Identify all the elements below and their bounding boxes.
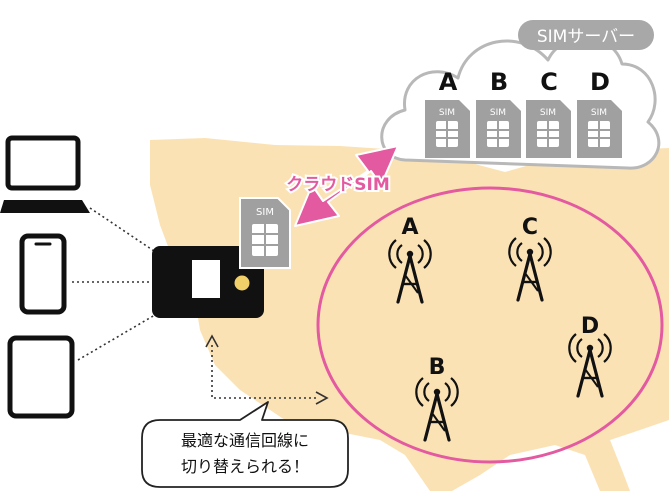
sim-chip-label: SIM [540, 108, 556, 118]
cloud-sim-card-c: C SIM [526, 68, 571, 158]
bubble-line-1: 最適な通信回線に [181, 431, 309, 450]
router-sim-card: SIM [239, 197, 291, 269]
speech-bubble [141, 401, 349, 488]
sim-chip-label: SIM [256, 207, 274, 218]
cloud-sim-card-a: A SIM [425, 68, 470, 158]
sim-chip-label: SIM [591, 108, 607, 118]
tower-letter-b: B [429, 355, 446, 380]
tower-letter-a: A [401, 215, 418, 240]
cloud-sim-label: クラウドSIM [286, 175, 390, 195]
cloud-letter-b: B [490, 68, 508, 96]
sim-server-label: SIMサーバー [537, 27, 635, 47]
tablet-icon [7, 335, 75, 419]
coverage-area [316, 186, 664, 464]
cloud-letter-a: A [439, 68, 458, 96]
arrowhead-right [315, 391, 329, 405]
cloud-letter-c: C [540, 68, 558, 96]
sim-chip-label: SIM [490, 108, 506, 118]
cell-tower-b: B [414, 355, 460, 442]
cloud-letter-d: D [590, 68, 610, 96]
laptop-icon [0, 135, 90, 213]
tower-letter-d: D [581, 314, 599, 339]
sim-chip-label: SIM [439, 108, 455, 118]
smartphone-icon [19, 233, 67, 315]
sim-server-badge [518, 20, 654, 50]
double-arrow [294, 145, 399, 227]
cloud-sim-card-b: B SIM [476, 68, 521, 158]
cell-tower-d: D [567, 314, 613, 398]
arrowhead-up [205, 334, 219, 348]
device-connection-lines [72, 207, 318, 399]
tower-letter-c: C [522, 215, 538, 240]
cell-tower-a: A [387, 215, 433, 304]
cloud-sim-card-d: D SIM [577, 68, 622, 158]
mobile-router-icon [152, 246, 264, 318]
cell-tower-c: C [507, 215, 553, 302]
bubble-line-2: 切り替えられる！ [181, 457, 309, 476]
